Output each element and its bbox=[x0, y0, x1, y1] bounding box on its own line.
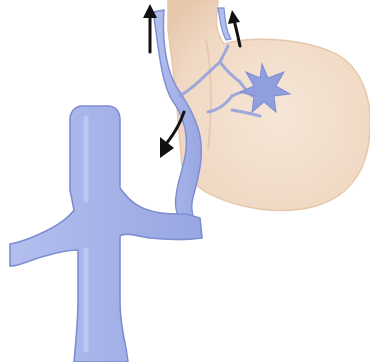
arrow-up-right bbox=[228, 10, 240, 46]
portal-vein-trunk bbox=[10, 106, 202, 362]
